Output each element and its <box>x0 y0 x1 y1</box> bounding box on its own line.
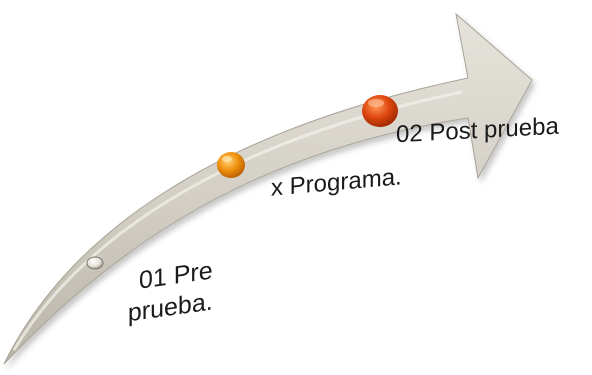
step-dot-post-gloss <box>368 99 384 107</box>
step-dot-programa <box>217 152 245 178</box>
step-label-pre: 01 Pre prueba. <box>119 255 213 330</box>
arrow-shape <box>3 12 533 365</box>
step-dot-programa-gloss <box>222 156 232 162</box>
step-dot-pre <box>86 256 104 270</box>
